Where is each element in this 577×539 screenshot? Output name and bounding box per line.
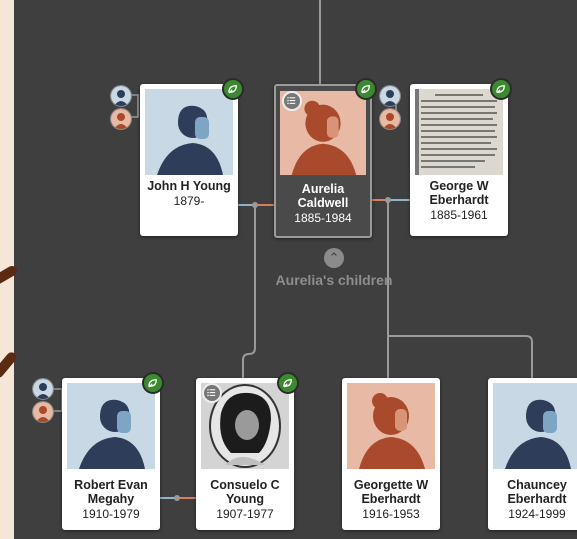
male-silhouette-icon <box>493 383 577 469</box>
father-avatar-icon[interactable] <box>32 378 54 400</box>
person-dates: 1910-1979 <box>82 507 140 521</box>
father-avatar-icon[interactable] <box>110 85 132 107</box>
person-dates: 1907-1977 <box>216 507 274 521</box>
person-dates: 1885-1984 <box>294 211 352 225</box>
mother-avatar-icon[interactable] <box>32 401 54 423</box>
male-silhouette-icon <box>145 89 233 175</box>
leaf-hint-icon[interactable] <box>222 78 244 100</box>
leaf-hint-icon[interactable] <box>490 78 512 100</box>
children-section-label: Aurelia's children <box>275 272 393 288</box>
person-dates: 1924-1999 <box>508 507 566 521</box>
leaf-hint-icon[interactable] <box>277 372 299 394</box>
person-dates: 1879- <box>173 194 205 208</box>
list-menu-icon[interactable] <box>202 383 222 403</box>
leaf-hint-icon[interactable] <box>355 78 377 100</box>
female-silhouette-icon <box>347 383 435 469</box>
newspaper-clipping-icon <box>415 89 503 175</box>
father-avatar-icon[interactable] <box>379 85 401 107</box>
person-dates: 1916-1953 <box>362 507 420 521</box>
mother-avatar-icon[interactable] <box>110 108 132 130</box>
male-silhouette-icon <box>67 383 155 469</box>
chevron-up-icon[interactable]: ⌃ <box>324 248 344 268</box>
list-menu-icon[interactable] <box>282 91 302 111</box>
person-dates: 1885-1961 <box>430 208 488 222</box>
leaf-hint-icon[interactable] <box>142 372 164 394</box>
mother-avatar-icon[interactable] <box>379 108 401 130</box>
